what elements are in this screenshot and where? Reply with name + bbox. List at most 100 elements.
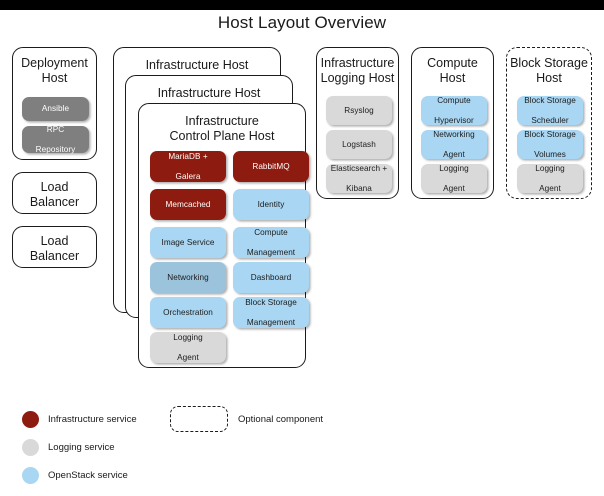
- service-tile-orchestration[interactable]: Orchestration: [150, 297, 226, 328]
- host-title-line2: Host: [41, 70, 68, 85]
- service-label-line2: Agent: [443, 149, 465, 159]
- service-tile-rpc-repository[interactable]: RPC Repository: [22, 125, 89, 155]
- host-title-line1: Infrastructure: [185, 114, 259, 128]
- service-tile-block-storage-management[interactable]: Block Storage Management: [233, 297, 309, 328]
- service-tile-block-storage-scheduler[interactable]: Block Storage Scheduler: [517, 96, 583, 125]
- host-title-line2: Control Plane Host: [169, 128, 275, 143]
- service-tile-image-service[interactable]: Image Service: [150, 227, 226, 258]
- host-title-deployment: Deployment Host: [13, 56, 96, 85]
- service-label-line1: MariaDB +: [168, 151, 208, 161]
- service-label-line2: Hypervisor: [434, 115, 474, 125]
- host-title-control-plane: Infrastructure Control Plane Host: [139, 114, 305, 143]
- host-title-line2: Host: [439, 70, 466, 85]
- host-title-line1: Deployment: [21, 56, 88, 70]
- service-label: Logging Agent: [531, 164, 569, 194]
- host-title-block-storage: Block Storage Host: [507, 56, 591, 85]
- service-label: Identity: [257, 199, 285, 209]
- host-card-infrastructure-control-plane[interactable]: Infrastructure Control Plane Host MariaD…: [138, 103, 309, 368]
- service-label-line1: RPC: [46, 124, 65, 134]
- service-label: Rsyslog: [344, 105, 374, 115]
- service-tile-dashboard[interactable]: Dashboard: [233, 262, 309, 293]
- host-title-line2: Balancer: [29, 194, 80, 209]
- service-tile-identity[interactable]: Identity: [233, 189, 309, 220]
- host-card-load-balancer-1[interactable]: Load Balancer: [12, 172, 97, 214]
- host-card-compute[interactable]: Compute Host Compute Hypervisor Networki…: [411, 47, 494, 199]
- service-label-line2: Volumes: [534, 149, 566, 159]
- service-label-line1: Compute: [254, 227, 288, 237]
- host-title-load-balancer-1: Load Balancer: [13, 180, 96, 209]
- service-label-line2: Kibana: [346, 183, 372, 193]
- service-label-line2: Scheduler: [531, 115, 569, 125]
- service-tile-rsyslog[interactable]: Rsyslog: [326, 96, 392, 125]
- service-label: Compute Hypervisor: [430, 96, 478, 126]
- host-title-line1: Load: [40, 180, 69, 194]
- service-label: RabbitMQ: [252, 161, 290, 171]
- service-label-line2: Agent: [177, 352, 199, 362]
- page-title: Host Layout Overview: [217, 13, 387, 32]
- service-label-line2: Agent: [443, 183, 465, 193]
- service-tile-logging-agent-compute[interactable]: Logging Agent: [421, 164, 487, 193]
- host-card-infrastructure-logging[interactable]: Infrastructure Logging Host Rsyslog Logs…: [316, 47, 399, 199]
- host-title-infrastructure-host-middle: Infrastructure Host: [157, 86, 261, 100]
- service-label: Block Storage Scheduler: [520, 96, 580, 126]
- legend-swatch-openstack-service: [22, 467, 39, 484]
- service-tile-compute-management[interactable]: Compute Management: [233, 227, 309, 258]
- service-label-line1: Elasticsearch +: [330, 163, 388, 173]
- service-tile-networking[interactable]: Networking: [150, 262, 226, 293]
- service-label: RPC Repository: [32, 125, 80, 155]
- legend-label-optional-component: Optional component: [238, 414, 324, 425]
- service-label-line2: Management: [246, 247, 296, 257]
- host-title-compute: Compute Host: [412, 56, 493, 85]
- service-label: Orchestration: [163, 307, 213, 317]
- service-label-line2: Management: [246, 317, 296, 327]
- service-tile-networking-agent[interactable]: Networking Agent: [421, 130, 487, 159]
- service-label: Block Storage Management: [241, 298, 301, 328]
- service-tile-logging-agent-control-plane[interactable]: Logging Agent: [150, 332, 226, 363]
- top-black-bar: [0, 0, 604, 10]
- service-tile-mariadb-galera[interactable]: MariaDB + Galera: [150, 151, 226, 182]
- service-tile-logging-agent-block-storage[interactable]: Logging Agent: [517, 164, 583, 193]
- host-title-infrastructure-host-back: Infrastructure Host: [145, 58, 249, 72]
- service-tile-rabbitmq[interactable]: RabbitMQ: [233, 151, 309, 182]
- service-label-line2: Galera: [175, 171, 201, 181]
- service-tile-compute-hypervisor[interactable]: Compute Hypervisor: [421, 96, 487, 125]
- service-label-line1: Networking: [433, 129, 475, 139]
- service-label-line2: Agent: [539, 183, 561, 193]
- service-label-line1: Block Storage: [245, 297, 297, 307]
- service-tile-ansible[interactable]: Ansible: [22, 97, 89, 121]
- host-card-block-storage[interactable]: Block Storage Host Block Storage Schedul…: [506, 47, 592, 199]
- service-label-line1: Logging: [439, 163, 469, 173]
- service-label: Image Service: [161, 237, 215, 247]
- host-title-line1: Block Storage: [510, 56, 588, 70]
- service-tile-memcached[interactable]: Memcached: [150, 189, 226, 220]
- host-title-infrastructure-logging: Infrastructure Logging Host: [317, 56, 398, 85]
- service-label: Logging Agent: [435, 164, 473, 194]
- service-label: Elasticsearch + Kibana: [327, 164, 392, 194]
- service-label-line1: Compute: [437, 95, 471, 105]
- host-title-line1: Compute: [427, 56, 478, 70]
- service-label-line1: Logging: [173, 332, 203, 342]
- service-label: Compute Management: [243, 228, 299, 258]
- service-label: MariaDB + Galera: [164, 152, 211, 182]
- host-title-line2: Balancer: [29, 248, 80, 263]
- service-label-line2: Repository: [35, 144, 76, 154]
- service-label-line1: Block Storage: [524, 95, 576, 105]
- service-label: Logging Agent: [169, 333, 207, 363]
- host-title-line1: Load: [40, 234, 69, 248]
- service-label: Memcached: [165, 199, 211, 209]
- service-label: Networking: [167, 272, 209, 282]
- host-card-deployment[interactable]: Deployment Host Ansible RPC Repository: [12, 47, 97, 160]
- legend-swatch-optional-component: [170, 406, 228, 432]
- host-card-load-balancer-2[interactable]: Load Balancer: [12, 226, 97, 268]
- service-label: Ansible: [41, 104, 70, 113]
- legend-label-openstack-service: OpenStack service: [48, 470, 128, 481]
- service-label-line1: Logging: [535, 163, 565, 173]
- host-title-line1: Infrastructure: [320, 56, 395, 70]
- service-tile-elasticsearch-kibana[interactable]: Elasticsearch + Kibana: [326, 164, 392, 193]
- legend-swatch-infrastructure-service: [22, 411, 39, 428]
- legend-label-logging-service: Logging service: [48, 442, 115, 453]
- service-label: Networking Agent: [429, 130, 478, 160]
- service-label: Dashboard: [250, 272, 292, 282]
- service-tile-block-storage-volumes[interactable]: Block Storage Volumes: [517, 130, 583, 159]
- service-tile-logstash[interactable]: Logstash: [326, 130, 392, 159]
